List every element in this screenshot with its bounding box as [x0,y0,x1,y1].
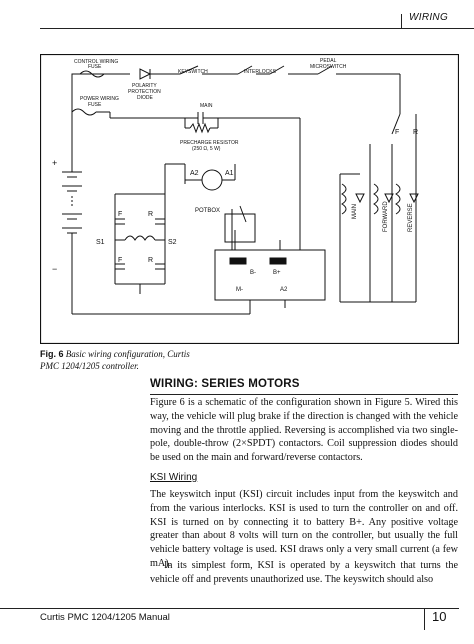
section-title: WIRING: SERIES MOTORS [150,378,300,390]
figure-caption: Fig. 6 Basic wiring configuration, Curti… [40,348,200,372]
wiring-diagram: CONTROL WIRING FUSE POLARITY PROTECTION … [40,54,459,344]
label-polarity: POLARITY [132,83,157,89]
paragraph-series-motors: Figure 6 is a schematic of the configura… [150,397,458,464]
label-m-minus: M- [236,287,243,293]
label-r-left: R [148,211,153,218]
label-control-fuse-2: FUSE [88,64,102,70]
label-b-minus: B- [250,270,256,276]
label-s2: S2 [168,239,177,246]
label-f-left-2: F [118,257,122,264]
label-potbox: POTBOX [195,208,220,214]
section-rule [150,394,458,395]
label-f-right: F [395,129,399,136]
label-plus: + [52,158,57,168]
figure-number: Fig. 6 [40,349,64,359]
header-section-title: WIRING [409,12,449,23]
footer-manual-title: Curtis PMC 1204/1205 Manual [40,612,170,623]
label-pedal-2: MICROSWITCH [310,64,347,70]
label-a2: A2 [190,170,199,177]
paragraph-keyswitch: In its simplest form, KSI is operated by… [150,560,458,585]
label-main: MAIN [200,103,213,109]
label-a2-ctrl: A2 [280,287,288,293]
label-s1: S1 [96,239,105,246]
label-precharge: PRECHARGE RESISTOR [180,140,239,146]
label-minus: − [52,264,57,274]
label-a1: A1 [225,170,234,177]
footer-rule [0,608,459,609]
label-interlocks: INTERLOCKS [244,69,277,75]
header-tick [401,14,402,28]
label-coil-reverse: REVERSE [408,203,414,232]
footer-tick [424,608,425,630]
label-b-plus: B+ [273,270,281,276]
header-rule [40,28,474,29]
label-r-right: R [413,129,418,136]
label-coil-forward: FORWARD [383,201,389,232]
label-coil-main: MAIN [352,204,358,219]
label-polarity-3: DIODE [137,95,154,101]
figure-caption-text: Basic wiring configuration, Curtis PMC 1… [40,349,190,371]
page-number: 10 [432,609,447,624]
label-power-fuse: POWER WIRING [80,96,119,102]
label-keyswitch: KEYSWITCH [178,69,208,75]
label-precharge-value: (250 Ω, 5 W) [192,146,221,152]
subheading-ksi-wiring: KSI Wiring [150,472,198,483]
label-polarity-2: PROTECTION [128,89,161,95]
paragraph-ksi: The keyswitch input (KSI) circuit includ… [150,489,458,569]
label-pedal: PEDAL [320,58,337,64]
label-f-left: F [118,211,122,218]
label-power-fuse-2: FUSE [88,102,102,108]
label-r-left-2: R [148,257,153,264]
label-control-fuse: CONTROL WIRING [74,59,118,65]
